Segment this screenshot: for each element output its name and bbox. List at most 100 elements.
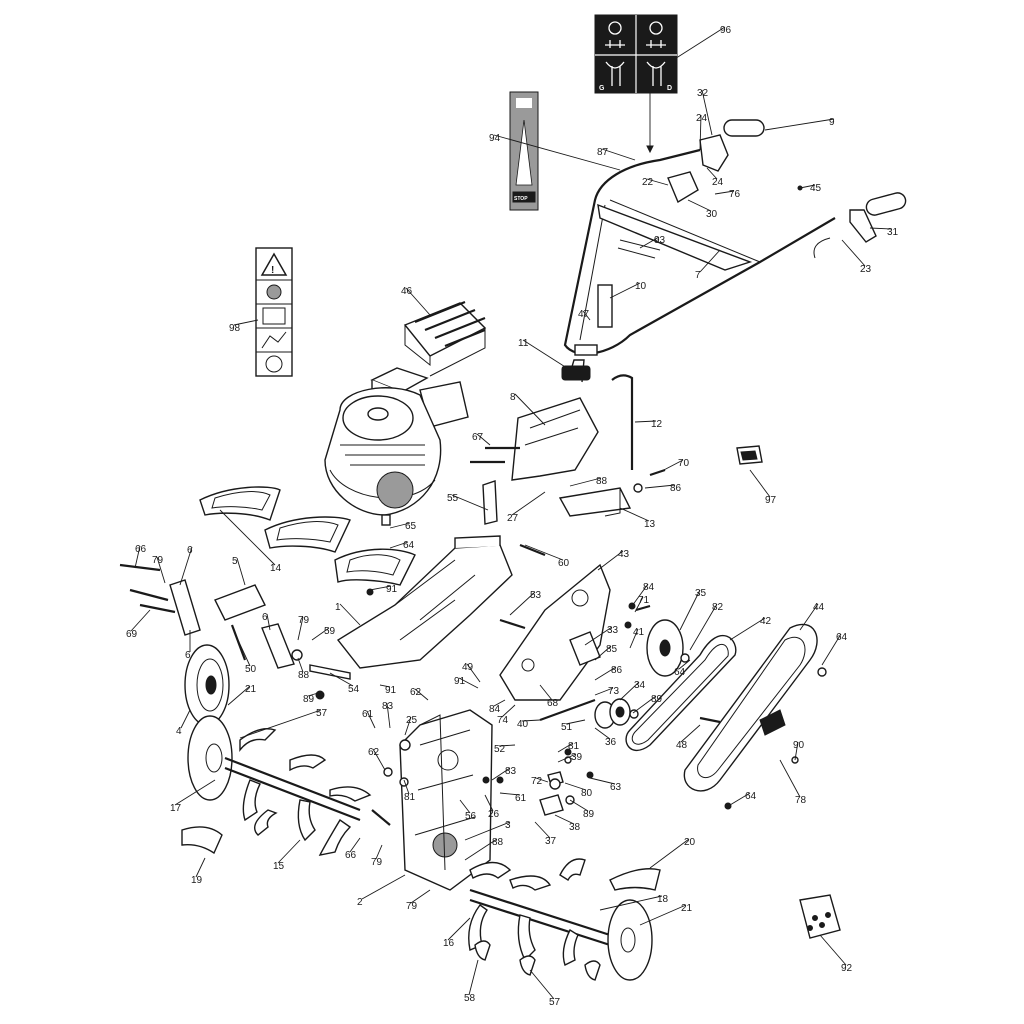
callout-leader-92 — [819, 934, 847, 966]
callout-leader-53 — [509, 591, 536, 616]
callout-label-97: 97 — [765, 495, 777, 506]
callout-leader-45 — [799, 184, 816, 189]
callout-label-39: 39 — [571, 752, 583, 763]
callout-label-60: 60 — [558, 558, 570, 569]
callout-leader-89 — [632, 695, 657, 714]
callout-leader-72 — [535, 777, 549, 783]
air-filter-46 — [403, 300, 487, 377]
callout-leader-83 — [386, 702, 391, 729]
callout-label-12: 12 — [651, 419, 663, 430]
callout-leader-64 — [389, 541, 409, 549]
callout-leader-15 — [277, 839, 301, 864]
callout-label-36: 36 — [605, 737, 617, 748]
callout-leader-93 — [639, 236, 660, 249]
callout-leader-22 — [646, 178, 669, 186]
callout-label-71: 71 — [638, 595, 650, 606]
callout-label-37: 37 — [545, 836, 557, 847]
side-plate-43 — [499, 563, 611, 701]
callout-leader-88 — [297, 657, 304, 673]
callout-label-58: 58 — [464, 993, 476, 1004]
callout-leader-94 — [493, 134, 621, 171]
decal-left-letter: G — [599, 85, 605, 92]
callout-label-89: 89 — [583, 809, 595, 820]
callout-label-93: 93 — [654, 235, 666, 246]
callout-label-92: 92 — [841, 963, 853, 974]
pulley-belt-group — [539, 619, 737, 752]
callout-leader-64 — [729, 792, 751, 806]
callout-label-42: 42 — [760, 616, 772, 627]
callout-leader-35 — [679, 589, 701, 631]
callout-leader-21 — [227, 685, 251, 706]
callout-leader-46 — [405, 287, 431, 316]
warning-icon: ! — [271, 265, 274, 276]
callout-leader-2 — [361, 874, 406, 900]
callout-label-34: 34 — [634, 680, 646, 691]
callout-leader-57 — [239, 709, 322, 739]
grip-9-right — [865, 192, 907, 216]
callout-leader-79 — [410, 889, 431, 904]
part-97 — [736, 445, 763, 465]
callout-label-2: 2 — [357, 897, 363, 908]
callout-leader-91 — [458, 677, 479, 689]
callout-leader-86 — [594, 666, 617, 681]
callout-label-10: 10 — [635, 281, 647, 292]
callout-label-85: 85 — [606, 644, 618, 655]
callout-label-57: 57 — [549, 997, 561, 1008]
callout-leader-62 — [414, 688, 429, 701]
callout-label-57: 57 — [316, 708, 328, 719]
callout-leader-27 — [511, 491, 546, 516]
callout-leader-89 — [307, 692, 319, 697]
callout-label-51: 51 — [561, 722, 573, 733]
callout-label-90: 90 — [793, 740, 805, 751]
callout-label-53: 53 — [530, 590, 542, 601]
callout-leader-89 — [569, 799, 589, 812]
callout-leader-39 — [557, 753, 577, 763]
callout-label-64: 64 — [745, 791, 757, 802]
callout-label-79: 79 — [298, 615, 310, 626]
callout-leader-56 — [459, 799, 471, 814]
callout-label-8: 8 — [510, 392, 516, 403]
callout-leader-24 — [706, 167, 718, 180]
callout-label-38: 38 — [569, 822, 581, 833]
callout-label-19: 19 — [191, 875, 203, 886]
callout-leader-42 — [729, 617, 766, 641]
callout-label-86: 86 — [611, 665, 623, 676]
callout-leader-19 — [195, 857, 206, 878]
callout-label-64: 64 — [674, 667, 686, 678]
callout-leader-47 — [582, 310, 591, 321]
callout-label-82: 82 — [712, 602, 724, 613]
callout-leader-17 — [174, 779, 216, 806]
callout-label-98: 98 — [229, 323, 241, 334]
callout-leader-87 — [601, 148, 636, 161]
callout-leader-20 — [649, 838, 690, 869]
callout-leader-98 — [233, 319, 259, 326]
callout-label-81: 81 — [404, 792, 416, 803]
callout-label-88: 88 — [492, 837, 504, 848]
callout-label-6: 6 — [185, 650, 191, 661]
callout-label-26: 26 — [488, 809, 500, 820]
decal-94: STOP — [509, 91, 539, 211]
callout-leader-3 — [464, 821, 511, 841]
callout-label-83: 83 — [382, 701, 394, 712]
engine — [324, 367, 469, 526]
callout-label-79: 79 — [406, 901, 418, 912]
callout-leader-12 — [634, 420, 657, 423]
callout-label-18: 18 — [657, 894, 669, 905]
callout-leader-11 — [522, 339, 571, 371]
callout-leader-59 — [311, 627, 330, 641]
callout-label-21: 21 — [681, 903, 693, 914]
callout-leader-8 — [514, 393, 546, 426]
callout-label-22: 22 — [642, 177, 654, 188]
callout-label-23: 23 — [860, 264, 872, 275]
callout-label-25: 25 — [406, 715, 418, 726]
stop-label: STOP — [514, 196, 528, 202]
callout-leader-26 — [484, 794, 494, 812]
callout-label-14: 14 — [270, 563, 282, 574]
tine-rotor-left — [181, 715, 372, 856]
callout-label-24: 24 — [696, 113, 708, 124]
callout-label-15: 15 — [273, 861, 285, 872]
callout-leader-79 — [297, 616, 304, 641]
callout-leader-61 — [366, 710, 376, 729]
callout-leader-54 — [329, 672, 354, 687]
